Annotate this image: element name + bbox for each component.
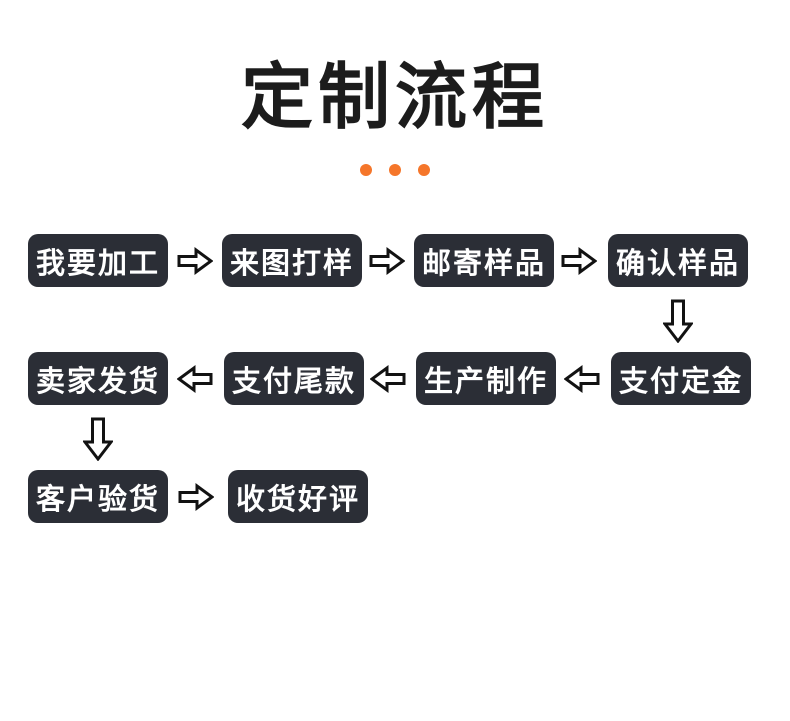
flow-step-label: 生产制作 bbox=[423, 365, 548, 398]
flow-step-customer-inspects: 客户验货 bbox=[28, 470, 168, 523]
flow-step-label: 支付尾款 bbox=[231, 365, 356, 398]
flow-step-start-processing: 我要加工 bbox=[28, 234, 168, 287]
arrow-left-icon bbox=[564, 365, 600, 393]
flow-step-label: 客户验货 bbox=[35, 483, 160, 516]
flow-step-sample-from-drawing: 来图打样 bbox=[222, 234, 362, 287]
flow-step-production: 生产制作 bbox=[416, 352, 556, 405]
flow-step-confirm-sample: 确认样品 bbox=[608, 234, 748, 287]
flow-step-mail-sample: 邮寄样品 bbox=[414, 234, 554, 287]
orange-dot bbox=[360, 164, 372, 176]
flow-step-pay-balance: 支付尾款 bbox=[224, 352, 364, 405]
arrow-left-icon bbox=[370, 365, 406, 393]
arrow-left-icon bbox=[177, 365, 213, 393]
flow-step-seller-ships: 卖家发货 bbox=[28, 352, 168, 405]
flow-step-label: 卖家发货 bbox=[35, 365, 160, 398]
flow-step-label: 来图打样 bbox=[229, 247, 354, 280]
flow-step-pay-deposit: 支付定金 bbox=[611, 352, 751, 405]
flow-step-receive-review: 收货好评 bbox=[228, 470, 368, 523]
orange-dot bbox=[389, 164, 401, 176]
arrow-right-icon bbox=[178, 483, 214, 511]
orange-dot bbox=[418, 164, 430, 176]
arrow-down-icon bbox=[663, 299, 693, 343]
title-divider-dots bbox=[0, 164, 790, 176]
flow-step-label: 邮寄样品 bbox=[421, 247, 546, 280]
arrow-right-icon bbox=[177, 247, 213, 275]
arrow-right-icon bbox=[369, 247, 405, 275]
arrow-down-icon bbox=[83, 417, 113, 461]
page-title: 定制流程 bbox=[240, 58, 549, 138]
flow-step-label: 收货好评 bbox=[235, 483, 360, 516]
flow-step-label: 我要加工 bbox=[35, 247, 160, 280]
flow-step-label: 支付定金 bbox=[618, 365, 743, 398]
flow-step-label: 确认样品 bbox=[615, 247, 740, 280]
arrow-right-icon bbox=[561, 247, 597, 275]
